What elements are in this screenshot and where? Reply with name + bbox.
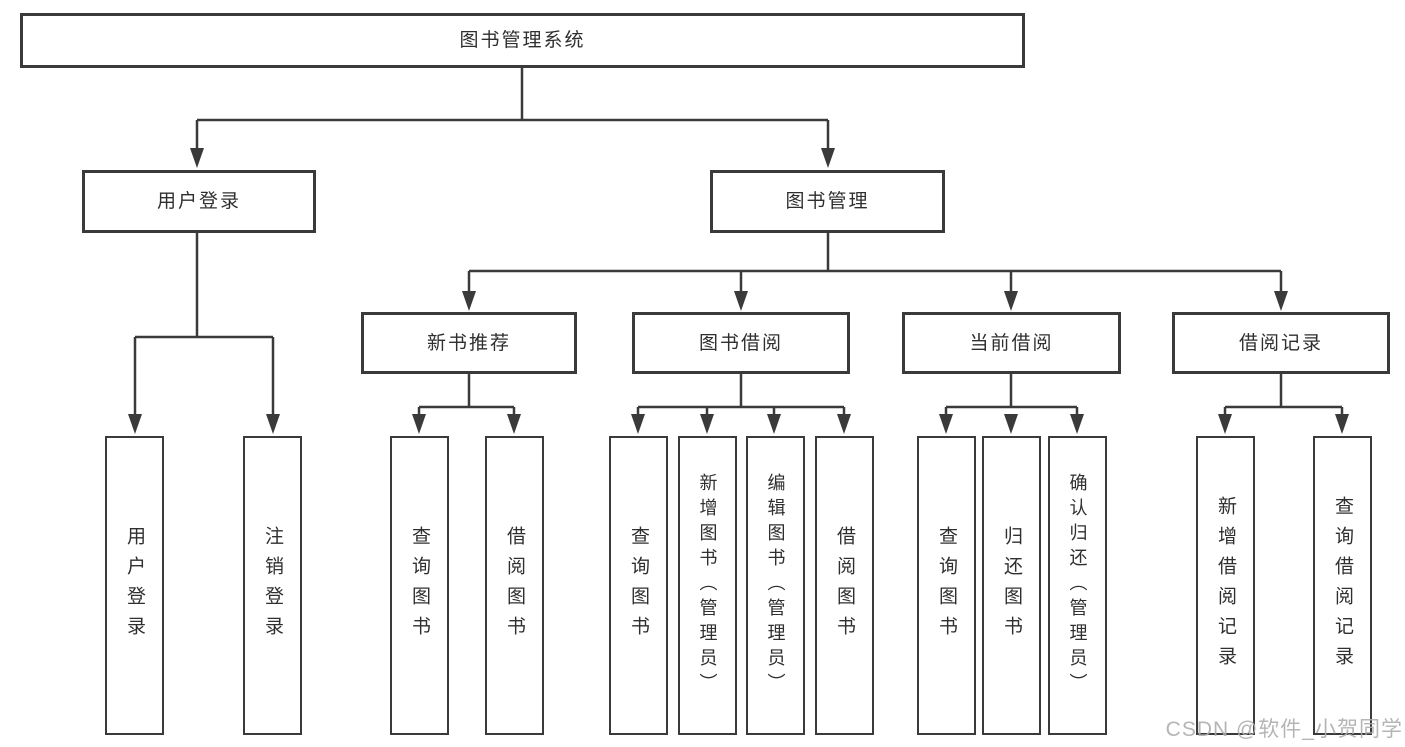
node-label: 确认归还（管理员）	[1067, 473, 1088, 698]
node-label: 借阅记录	[1238, 332, 1323, 354]
node-label: 查询图书	[936, 525, 957, 646]
leaf-return-books: 归还图书	[982, 436, 1041, 735]
node-new-book-recommend: 新书推荐	[361, 312, 577, 374]
node-user-login: 用户登录	[82, 170, 316, 233]
leaf-logout: 注销登录	[243, 436, 302, 735]
node-label: 查询借阅记录	[1332, 495, 1353, 676]
node-label: 查询图书	[409, 525, 430, 646]
leaf-user-login: 用户登录	[105, 436, 164, 735]
node-label: 编辑图书（管理员）	[765, 473, 786, 698]
node-library-system: 图书管理系统	[20, 13, 1025, 68]
node-label: 图书管理系统	[459, 30, 586, 51]
node-label: 新书推荐	[426, 332, 511, 354]
leaf-borrowing-query-books: 查询图书	[609, 436, 668, 735]
leaf-confirm-return-admin: 确认归还（管理员）	[1048, 436, 1107, 735]
node-label: 归还图书	[1001, 525, 1022, 646]
csdn-watermark: CSDN @软件_小贺同学	[1165, 718, 1403, 741]
leaf-recommend-borrow-books: 借阅图书	[485, 436, 544, 735]
node-book-borrowing: 图书借阅	[632, 312, 850, 374]
leaf-add-books-admin: 新增图书（管理员）	[678, 436, 737, 735]
node-label: 借阅图书	[834, 525, 855, 646]
arrowheads	[128, 148, 1349, 434]
leaf-recommend-query-books: 查询图书	[390, 436, 449, 735]
node-label: 查询图书	[628, 525, 649, 646]
leaf-query-borrow-record: 查询借阅记录	[1313, 436, 1372, 735]
node-label: 新增图书（管理员）	[697, 473, 718, 698]
node-label: 图书借阅	[698, 332, 783, 354]
node-current-borrowing: 当前借阅	[902, 312, 1121, 374]
node-label: 图书管理	[785, 191, 870, 212]
leaf-add-borrow-record: 新增借阅记录	[1196, 436, 1255, 735]
node-label: 借阅图书	[504, 525, 525, 646]
node-label: 新增借阅记录	[1215, 495, 1236, 676]
node-book-management: 图书管理	[710, 170, 945, 233]
leaf-borrowing-borrow-books: 借阅图书	[815, 436, 874, 735]
leaf-current-query-books: 查询图书	[917, 436, 976, 735]
node-label: 当前借阅	[969, 332, 1054, 354]
leaf-edit-books-admin: 编辑图书（管理员）	[746, 436, 805, 735]
node-label: 注销登录	[262, 525, 283, 646]
node-label: 用户登录	[124, 525, 145, 646]
node-borrow-records: 借阅记录	[1172, 312, 1390, 374]
node-label: 用户登录	[156, 191, 241, 212]
